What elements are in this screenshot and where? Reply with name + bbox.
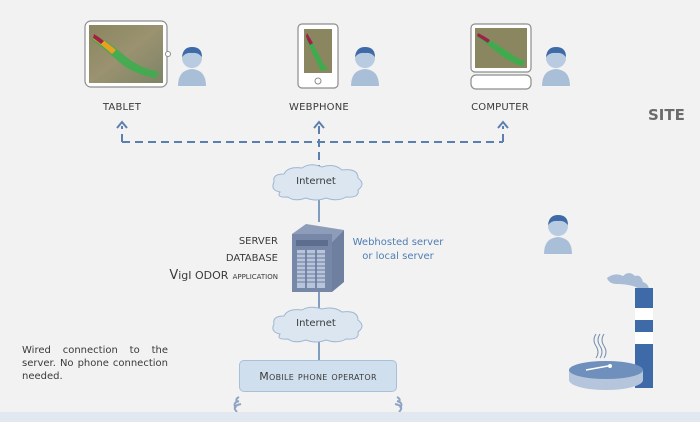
device-label-tablet: TABLET: [102, 102, 142, 113]
app-suffix: application: [232, 271, 278, 282]
tablet-icon: [84, 20, 171, 88]
device-tablet: TABLET: [84, 20, 224, 120]
internet-cloud-top: Internet: [268, 162, 368, 202]
device-webphone: WEBPHONE: [289, 20, 403, 120]
server-hosting-note: Webhosted server or local server: [352, 236, 444, 264]
arrow-up-tablet-icon: [116, 120, 128, 129]
cloud-icon: [272, 306, 363, 343]
internet-label-bottom: Internet: [296, 318, 336, 329]
wired-connection-note: Wired connection to the server. No phone…: [22, 345, 168, 382]
user-avatar-icon: [178, 47, 206, 86]
app-name-rest: igI ODOR: [178, 269, 229, 282]
user-avatar-icon: [542, 47, 570, 86]
app-name: V: [169, 268, 179, 283]
device-computer: COMPUTER: [468, 20, 598, 120]
mobile-operator-label: Mobile phone operator: [259, 369, 377, 383]
application-label: VigI ODOR application: [126, 268, 278, 283]
mobile-operator-box: Mobile phone operator: [239, 360, 397, 392]
server-hosting-note-line1: Webhosted server: [352, 237, 444, 248]
internet-cloud-bottom: Internet: [268, 306, 368, 344]
arrowheads: [116, 120, 509, 129]
cloud-icon: [272, 164, 363, 201]
user-avatar-icon: [351, 47, 379, 86]
arrow-up-computer-icon: [497, 120, 509, 129]
server-tower-icon: [292, 224, 344, 292]
database-label: DATABASE: [225, 253, 278, 264]
wireless-signal-right-icon: [394, 396, 403, 413]
smartphone-icon: [297, 23, 339, 89]
bottom-strip: [0, 412, 700, 422]
internet-label-top: Internet: [296, 176, 336, 187]
site-user-avatar-icon: [544, 215, 572, 254]
wastewater-tank-icon: [569, 333, 643, 390]
server-hosting-note-line2: or local server: [362, 251, 434, 262]
computer-icon: [470, 23, 532, 90]
device-label-webphone: WEBPHONE: [289, 102, 349, 113]
arrow-up-webphone-icon: [313, 120, 325, 129]
dashed-distribution-line: [121, 126, 504, 168]
factory-chimney-icon: [607, 273, 653, 388]
site-label: SITE: [648, 106, 685, 124]
wireless-signal-left-icon: [233, 396, 242, 413]
device-label-computer: COMPUTER: [471, 102, 529, 113]
server-label: SERVER: [238, 236, 278, 247]
